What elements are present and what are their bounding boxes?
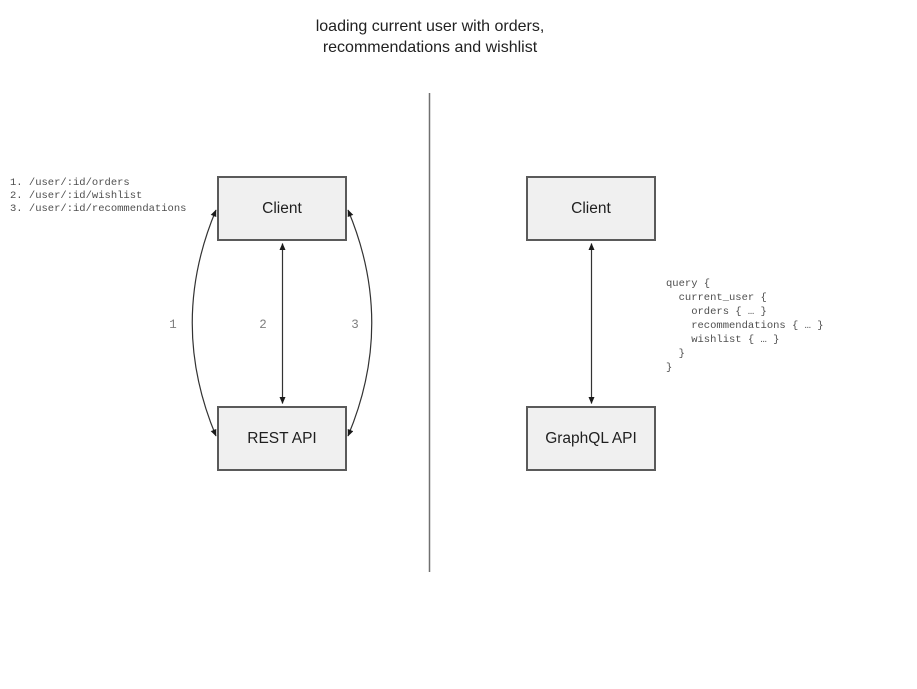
graphql-api-node: GraphQL API xyxy=(526,406,656,471)
diagram-title: loading current user with orders, recomm… xyxy=(315,18,545,56)
graphql-query-code: query { current_user { orders { … } reco… xyxy=(666,278,824,374)
arrow-label-1: 1 xyxy=(169,318,177,332)
rest-client-node: Client xyxy=(217,176,347,241)
rest-arrow-1-curve xyxy=(191,209,217,437)
rest-api-label: REST API xyxy=(247,429,317,447)
arrow-label-2: 2 xyxy=(259,318,267,332)
rest-api-node: REST API xyxy=(217,406,347,471)
rest-endpoints-list: 1. /user/:id/orders 2. /user/:id/wishlis… xyxy=(10,177,187,215)
rest-client-label: Client xyxy=(262,199,302,217)
arrow-label-3: 3 xyxy=(351,318,359,332)
graphql-client-label: Client xyxy=(571,199,611,217)
graphql-client-node: Client xyxy=(526,176,656,241)
graphql-api-label: GraphQL API xyxy=(545,429,637,447)
